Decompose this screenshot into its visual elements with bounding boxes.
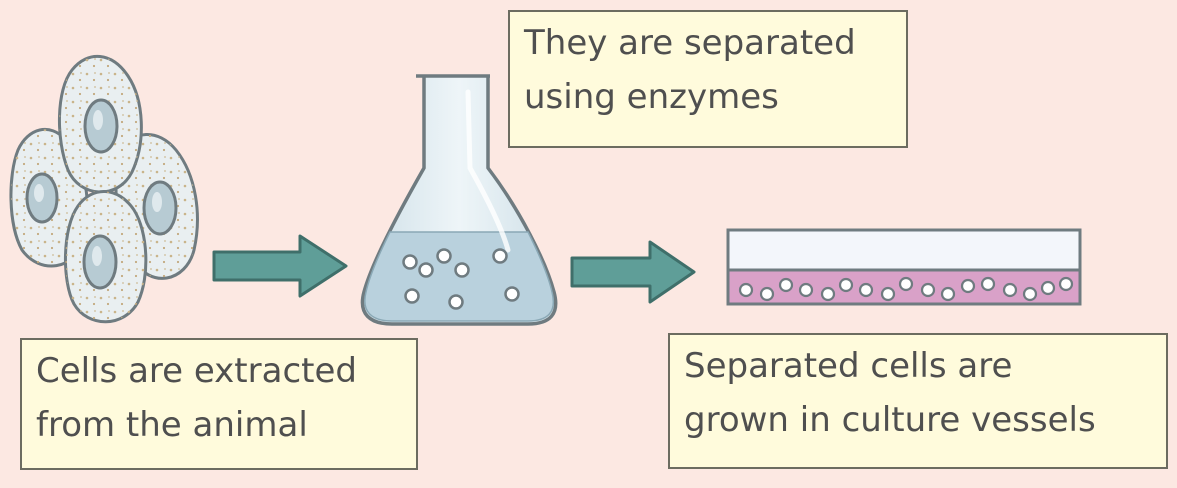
label-line: grown in culture vessels (684, 400, 1096, 440)
culture-vessel-icon (726, 228, 1082, 306)
cell (57, 54, 143, 194)
label-line: Separated cells are (684, 346, 1013, 386)
arrow-right-icon (212, 234, 348, 298)
label-cells-extracted: Cells are extracted from the animal (20, 338, 418, 470)
label-line: using enzymes (524, 77, 779, 117)
cultured-cells (738, 276, 1074, 302)
label-cells-grown: Separated cells are grown in culture ves… (668, 333, 1168, 469)
label-line: from the animal (36, 405, 308, 445)
conical-flask-icon (360, 74, 558, 326)
arrow-right-icon (570, 240, 696, 304)
label-line: Cells are extracted (36, 351, 357, 391)
suspended-cells (402, 248, 520, 310)
label-line: They are separated (524, 23, 856, 63)
label-separated-by-enzymes: They are separated using enzymes (508, 10, 908, 148)
animal-cells-icon (9, 54, 199, 324)
cell (63, 190, 148, 324)
